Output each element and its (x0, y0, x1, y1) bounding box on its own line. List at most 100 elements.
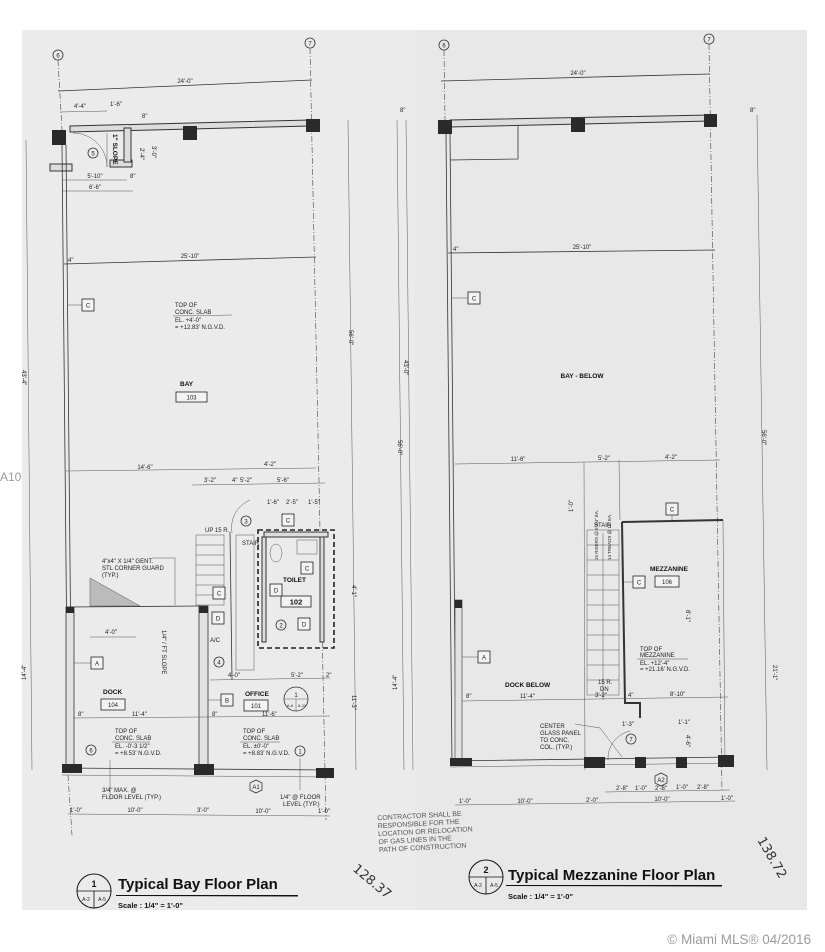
svg-text:15 RISERS @ 6 3/4" EA.: 15 RISERS @ 6 3/4" EA. (594, 510, 599, 560)
svg-text:2: 2 (483, 865, 488, 875)
dim-label: 2'-8" (616, 786, 628, 792)
typical-mezzanine-floor-plan: 6 7 24'-0" 8" 8" 43'-0" 56'-0" 14'-4" 56… (393, 33, 777, 901)
dock-wall-left (65, 606, 75, 768)
dim-overall-depth: 56'-0" (347, 330, 353, 345)
dim-label: 1'-0" (721, 796, 733, 802)
dim-label: 3'-2" (204, 478, 216, 484)
column (62, 764, 82, 773)
dim-label: 10'-0" (127, 808, 142, 814)
door-slope-note: 1" SLOPE (111, 134, 118, 165)
dim-label: 2'-5" (286, 500, 298, 506)
plan-title: Typical Bay Floor Plan (118, 876, 278, 893)
wall-tag-c: C (212, 586, 226, 600)
plan-title: Typical Mezzanine Floor Plan (508, 867, 715, 884)
dim-label: 10'-0" (517, 799, 532, 805)
svg-text:(TYP.): (TYP.) (102, 573, 119, 579)
column (571, 118, 585, 132)
svg-text:CENTER: CENTER (540, 724, 565, 730)
svg-text:OF GAS LINES IN THE: OF GAS LINES IN THE (378, 835, 452, 846)
office-slab-elevation-note: TOP OF CONC. SLAB EL. ±0'-0" = +8.83' N.… (240, 729, 290, 757)
stair-label: STAIR (242, 541, 260, 547)
svg-text:CONC. SLAB: CONC. SLAB (115, 736, 151, 742)
svg-text:C: C (86, 304, 91, 310)
dim-label: 2'-8" (655, 786, 667, 792)
room-name-dock-below: DOCK BELOW (505, 682, 551, 689)
svg-text:B: B (225, 699, 229, 705)
door-tag-6: 6 (85, 744, 97, 756)
wall-tag-c: C (281, 513, 295, 527)
dim-label: 14'-6" (137, 465, 152, 471)
svg-text:1: 1 (298, 750, 302, 756)
dim-label: 8" (78, 712, 83, 718)
svg-text:TOP OF: TOP OF (115, 729, 137, 735)
svg-text:EL. -0'-3 1/2": EL. -0'-3 1/2" (115, 744, 150, 750)
dim-overall-depth: 56'-0" (760, 430, 766, 445)
svg-text:C: C (637, 581, 642, 587)
svg-text:EL. +12'-4": EL. +12'-4" (640, 661, 669, 667)
dim-label: 4'-6" (684, 735, 690, 747)
dock-slope-note: 1/4" / FT SLOPE (160, 630, 166, 674)
dim-label: 11'-3" (350, 695, 356, 710)
room-number-103: 103 (186, 396, 197, 402)
wall-tag-d: D (269, 583, 283, 597)
svg-text:EL. ±0'-0": EL. ±0'-0" (243, 744, 269, 750)
svg-text:TOP OF: TOP OF (243, 729, 265, 735)
svg-text:5: 5 (91, 152, 95, 158)
dim-label: 5'-10" (87, 174, 102, 180)
svg-text:TOP OF: TOP OF (640, 647, 662, 653)
svg-text:2: 2 (279, 624, 283, 630)
svg-text:15 R.: 15 R. (598, 680, 613, 686)
wall-tag-b: B (208, 693, 234, 707)
svg-text:C: C (670, 508, 675, 514)
wall-tag-a: A (74, 656, 104, 670)
dim-label: 1'-1" (678, 720, 690, 726)
dim-label: 8" (130, 174, 135, 180)
svg-text:7: 7 (707, 38, 711, 44)
window-tag-a1: A1 (249, 779, 263, 794)
column (194, 764, 214, 775)
dim-label: 11'-6" (511, 457, 526, 463)
wall-tag-c: C (68, 298, 95, 312)
mezzanine-wall (621, 519, 724, 718)
dim-label: 5'-2" (598, 456, 610, 462)
contractor-note: CONTRACTOR SHALL BE RESPONSIBLE FOR THE … (377, 811, 473, 854)
typical-bay-floor-plan: 6 7 24'-0" 4'-4" 1'-6" 5'-10" 6'-6" 8" 8… (20, 37, 357, 910)
dim-label: 1'-0" (318, 809, 330, 815)
wall-tag-d: D (297, 617, 311, 631)
room-name-toilet: TOILET (283, 577, 306, 584)
bay-slab-elevation-note: TOP OF CONC. SLAB EL. +4'-0" = +12.83' N… (172, 303, 233, 331)
svg-text:C: C (472, 297, 477, 303)
wall-tag-d: D (211, 611, 225, 625)
door-tag-1: 1 (294, 745, 306, 757)
svg-text:A-2: A-2 (474, 883, 482, 889)
door-swing-7: 7 (607, 730, 637, 761)
window-tag-a2: A2 (654, 772, 668, 787)
svg-text:6: 6 (442, 44, 446, 50)
dim-label: 1'-6" (267, 500, 279, 506)
dim-label: 2'-0" (586, 798, 598, 804)
stair-label: STAIR (594, 523, 612, 529)
column (52, 130, 66, 145)
dim-label: 4" (453, 247, 458, 253)
svg-text:1: 1 (294, 693, 298, 699)
svg-text:C: C (305, 567, 310, 573)
interior-wall (67, 605, 201, 608)
dim-label: 5'-6" (277, 478, 289, 484)
wall-tag-c: C (300, 561, 314, 575)
svg-text:DN: DN (600, 687, 609, 693)
dim-label: 4'-1" (350, 585, 356, 597)
svg-text:A2: A2 (657, 778, 665, 784)
dim-label: 3'-2" (595, 693, 607, 699)
stair: STAIR 15 RISERS @ 6 3/4" EA. 14 TREADS @… (586, 510, 620, 700)
column (450, 758, 472, 766)
svg-text:TO CONC.: TO CONC. (540, 738, 570, 744)
plan-scale: Scale : 1/4" = 1'-0" (118, 901, 183, 910)
dim-label: 10'-0" (255, 809, 270, 815)
svg-text:= +8.53' N.G.V.D.: = +8.53' N.G.V.D. (115, 751, 162, 757)
dim-label: 8" (212, 712, 217, 718)
svg-text:A-2: A-2 (82, 897, 90, 903)
room-name-bay-below: BAY - BELOW (561, 373, 605, 380)
column (306, 119, 320, 132)
svg-text:1: 1 (91, 879, 96, 889)
